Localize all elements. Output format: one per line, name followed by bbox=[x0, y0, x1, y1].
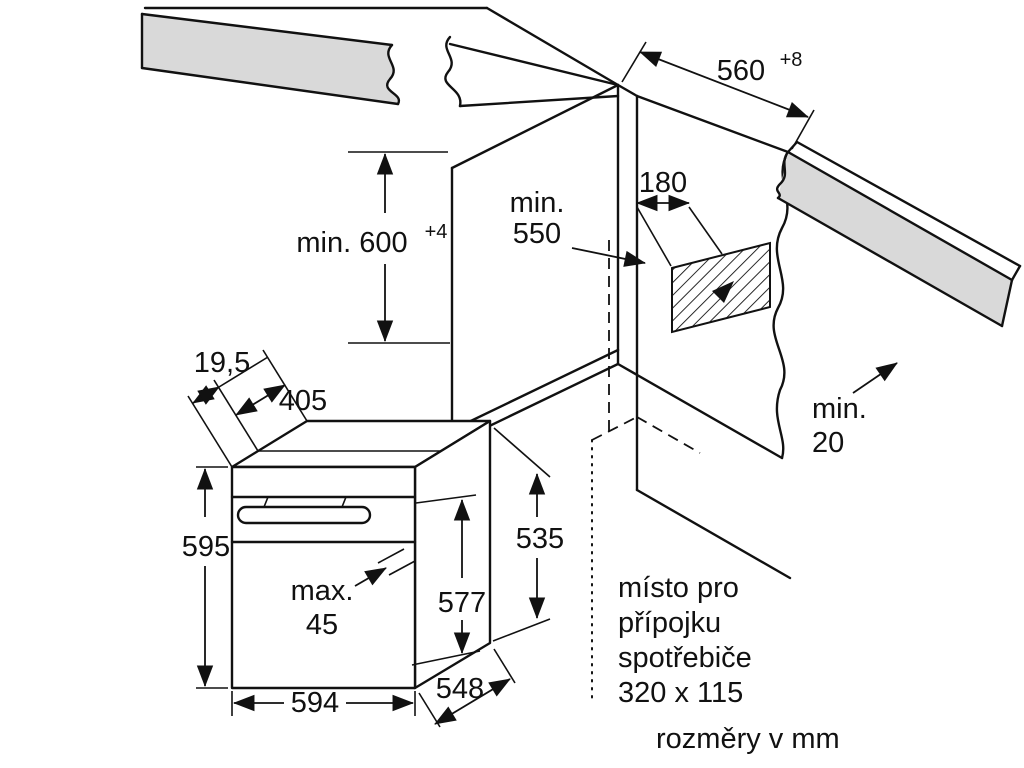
niche-depth-value: 550 bbox=[513, 218, 561, 250]
dim-handle-depth: max. 45 bbox=[291, 567, 387, 641]
units-note: rozměry v mm bbox=[656, 723, 840, 755]
dim-niche-height: min. 600 +4 bbox=[296, 151, 450, 344]
oven-depth-label: 548 bbox=[436, 673, 484, 705]
handle-max-label: max. bbox=[291, 575, 354, 607]
body-height-label: 535 bbox=[516, 523, 564, 555]
connection-note-line1: místo pro bbox=[618, 572, 739, 604]
airflow-arrow-icon bbox=[712, 281, 734, 303]
handle-value-label: 45 bbox=[306, 609, 338, 641]
oven bbox=[230, 419, 492, 690]
dim-body-height: 535 bbox=[492, 427, 564, 642]
door-handle bbox=[236, 505, 372, 525]
handle-depth-tick-2 bbox=[388, 560, 416, 576]
niche-opening bbox=[450, 83, 620, 461]
rear-gap-min-label: min. bbox=[812, 393, 867, 425]
connection-note-line3: spotřebiče bbox=[618, 642, 752, 674]
front-trim-label: 19,5 bbox=[194, 347, 250, 379]
dim-door-height: 577 bbox=[411, 494, 486, 666]
hidden-niche-floor-edge bbox=[591, 416, 638, 441]
dim-rear-gap: min. 20 bbox=[812, 362, 898, 459]
break-line-left bbox=[386, 43, 401, 106]
door-height-label: 577 bbox=[438, 587, 486, 619]
rear-gap-value: 20 bbox=[812, 427, 844, 459]
countertop-edge-fill bbox=[142, 14, 399, 104]
dim-vent-depth: 180 bbox=[636, 167, 723, 267]
handle-depth-tick-1 bbox=[377, 548, 405, 564]
break-line-right bbox=[444, 35, 462, 108]
right-countertop bbox=[775, 140, 1022, 328]
niche-width-label: 560 bbox=[717, 55, 765, 87]
top-depth-label: 405 bbox=[279, 385, 327, 417]
niche-height-label: min. 600 bbox=[296, 227, 407, 259]
niche-depth-min-label: min. bbox=[510, 187, 565, 219]
break-line-cabinet bbox=[772, 150, 790, 460]
dim-oven-width: 594 bbox=[231, 687, 416, 719]
dim-oven-height: 595 bbox=[182, 466, 230, 689]
niche-width-tolerance: +8 bbox=[780, 49, 803, 71]
oven-side-face bbox=[413, 419, 492, 690]
dim-niche-width: 560 +8 bbox=[621, 41, 815, 150]
oven-width-label: 594 bbox=[291, 687, 339, 719]
break-line-counter-right bbox=[775, 150, 790, 200]
connection-note: místo pro přípojku spotřebiče 320 x 115 bbox=[618, 572, 752, 709]
dim-niche-depth: min. 550 bbox=[510, 187, 646, 267]
dim-front-trim: 19,5 bbox=[187, 347, 308, 468]
connection-note-line4: 320 x 115 bbox=[618, 677, 743, 709]
left-countertop bbox=[140, 6, 620, 108]
dim-top-depth: 405 bbox=[235, 384, 327, 417]
right-counter-fill bbox=[778, 152, 1012, 326]
hidden-floor-continuation bbox=[636, 416, 701, 454]
vent-depth-label: 180 bbox=[639, 167, 687, 199]
niche-height-tolerance: +4 bbox=[425, 221, 448, 243]
connection-note-line2: přípojku bbox=[618, 607, 721, 639]
oven-height-label: 595 bbox=[182, 531, 230, 563]
dim-oven-depth: 548 bbox=[418, 648, 516, 728]
vent-cutout bbox=[671, 241, 771, 334]
